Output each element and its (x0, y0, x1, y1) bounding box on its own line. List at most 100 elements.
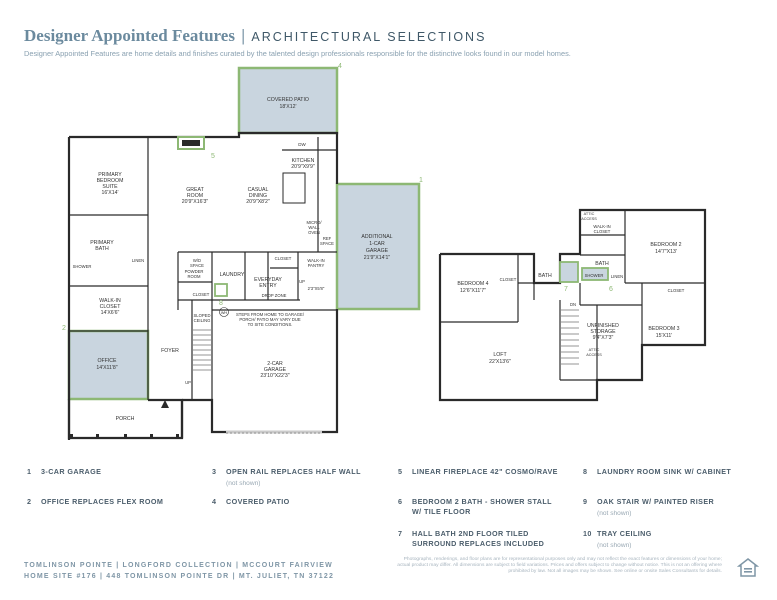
covered-patio-dim: 18'X12' (280, 104, 297, 110)
hall-bath-label: BATH (538, 273, 552, 279)
marker-8: 8 (219, 300, 223, 307)
feature-label: 3-CAR GARAGE (41, 467, 102, 476)
porch-label: PORCH (116, 416, 135, 422)
hall-bath-tile-area (559, 261, 579, 283)
addl-garage-l3: GARAGE (366, 248, 389, 254)
marker-5: 5 (211, 153, 215, 160)
feature-item-7: 7 HALL BATH 2ND FLOOR TILED SURROUND REP… (398, 529, 578, 551)
attic2-l2: ACCESS (586, 353, 602, 357)
feature-label: COVERED PATIO (226, 497, 290, 506)
micro-l1: MICRO/ (306, 220, 322, 225)
marker-4: 4 (338, 63, 342, 70)
walk-in-closet-dim: 14'X6'6" (101, 310, 120, 316)
page-description: Designer Appointed Features are home det… (24, 49, 571, 58)
feature-num: 9 (583, 497, 588, 506)
page-title: Designer Appointed Features|ARCHITECTURA… (24, 26, 486, 46)
title-caps: ARCHITECTURAL SELECTIONS (251, 30, 487, 44)
feature-label: HALL BATH 2ND FLOOR TILED (412, 529, 529, 538)
feature-num: 4 (212, 497, 217, 506)
feature-label-line2: SURROUND REPLACES INCLUDED (412, 539, 545, 548)
feature-item-10: 10 TRAY CEILING (not shown) (583, 529, 763, 553)
bed2-shower-area (581, 267, 609, 281)
feature-label: OAK STAIR W/ PAINTED RISER (597, 497, 715, 506)
bedroom4-label: BEDROOM 4 (457, 281, 488, 287)
loft-label: LOFT (493, 352, 507, 358)
attic-l2: ACCESS (581, 217, 597, 221)
primary-bedroom-l2: BEDROOM (97, 178, 124, 184)
ref-l1: REF (323, 236, 332, 241)
feature-item-3: 3 OPEN RAIL REPLACES HALF WALL (not show… (212, 467, 392, 491)
marker-6: 6 (609, 286, 613, 293)
great-room-l2: ROOM (187, 193, 203, 199)
primary-bedroom-l3: SUITE (102, 184, 118, 190)
closet-label-1: CLOSET (275, 256, 292, 261)
footer-community-info: TOMLINSON POINTE | LONGFORD COLLECTION |… (24, 560, 334, 582)
feature-label: LAUNDRY ROOM SINK W/ CABINET (597, 467, 732, 476)
wh-label: WH (221, 311, 228, 315)
primary-bedroom-dim: 16'X14' (102, 190, 119, 196)
wd-l2: SPACE (190, 263, 204, 268)
storage-l1: UNFINISHED (587, 323, 619, 329)
feature-label-line2: W/ TILE FLOOR (412, 507, 471, 516)
wd-l1: W/D (193, 258, 201, 263)
covered-patio-area (237, 66, 339, 135)
feature-label: BEDROOM 2 BATH - SHOWER STALL (412, 497, 552, 506)
closet-label-2: CLOSET (193, 292, 210, 297)
wall-south (182, 309, 339, 434)
everyday-entry-l1: EVERYDAY (254, 277, 282, 283)
title-main: Designer Appointed Features (24, 26, 235, 45)
laundry-sink-box (214, 283, 228, 297)
laundry-label: LAUNDRY (220, 272, 245, 278)
feature-item-6: 6 BEDROOM 2 BATH - SHOWER STALL W/ TILE … (398, 497, 578, 519)
foyer-label: FOYER (161, 348, 179, 354)
garage-l1: 2-CAR (267, 361, 283, 367)
bedroom3-label: BEDROOM 3 (648, 326, 679, 332)
office-label: OFFICE (97, 358, 117, 364)
primary-bath-l2: BATH (95, 246, 109, 252)
office-dim: 14'X11'8" (96, 365, 117, 371)
shower-label: SHOWER (73, 264, 92, 269)
bedroom2-label: BEDROOM 2 (650, 242, 681, 248)
ref-l2: SPACE (320, 241, 334, 246)
footer-line-2: HOME SITE #176 | 448 TOMLINSON POINTE DR… (24, 573, 335, 580)
wic2-l2: CLOSET (594, 229, 611, 234)
floor-plan: COVERED PATIO 18'X12' ADDITIONAL 1-CAR G… (62, 63, 707, 440)
wic2-l1: WALK-IN (593, 224, 610, 229)
micro-l2: WALL (308, 225, 320, 230)
bedroom2-dim: 14'7"X13' (655, 249, 677, 255)
feature-label: LINEAR FIREPLACE 42" COSMO/RAVE (412, 467, 558, 476)
additional-garage-area (335, 182, 421, 311)
feature-num: 10 (583, 529, 592, 538)
sloped-l1: SLOPED (194, 313, 211, 318)
great-room-l1: GREAT (186, 187, 204, 193)
powder-l2: ROOM (187, 274, 201, 279)
feature-num: 6 (398, 497, 403, 506)
steps-note-l2: PORCH/ PATIO MAY VARY DUE (239, 317, 301, 322)
legal-disclaimer: Photographs, renderings, and floor plans… (397, 557, 722, 575)
feature-note: (not shown) (226, 480, 261, 487)
bedroom3-dim: 15'X11' (656, 333, 673, 339)
walk-in-closet-l1: WALK-IN (99, 298, 121, 304)
marker-7: 7 (564, 286, 568, 293)
feature-label: OPEN RAIL REPLACES HALF WALL (226, 467, 361, 476)
garage-l2: GARAGE (264, 367, 287, 373)
shower2-label: SHOWER (585, 273, 604, 278)
kitchen-dim: 20'9"X9'9" (291, 164, 315, 170)
feature-item-9: 9 OAK STAIR W/ PAINTED RISER (not shown) (583, 497, 763, 521)
feature-num: 8 (583, 467, 588, 476)
equal-housing-opportunity-icon (736, 558, 760, 578)
closet-b3: CLOSET (668, 288, 685, 293)
marker-1: 1 (419, 177, 423, 184)
storage-l2: STORAGE (590, 329, 616, 335)
micro-l3: OVEN (308, 230, 320, 235)
feature-num: 5 (398, 467, 403, 476)
linen-label: LINEN (132, 258, 144, 263)
walk-in-closet-l2: CLOSET (100, 304, 122, 310)
addl-garage-l1: ADDITIONAL (361, 234, 392, 240)
feature-num: 7 (398, 529, 403, 538)
steps-note-l3: TO SITE CONDITIONS. (248, 322, 293, 327)
drop-zone-label: DROP ZONE (262, 293, 287, 298)
everyday-entry-l2: ENTRY (259, 283, 277, 289)
feature-num: 2 (27, 497, 32, 506)
loft-dim: 22'X13'6" (489, 359, 511, 365)
